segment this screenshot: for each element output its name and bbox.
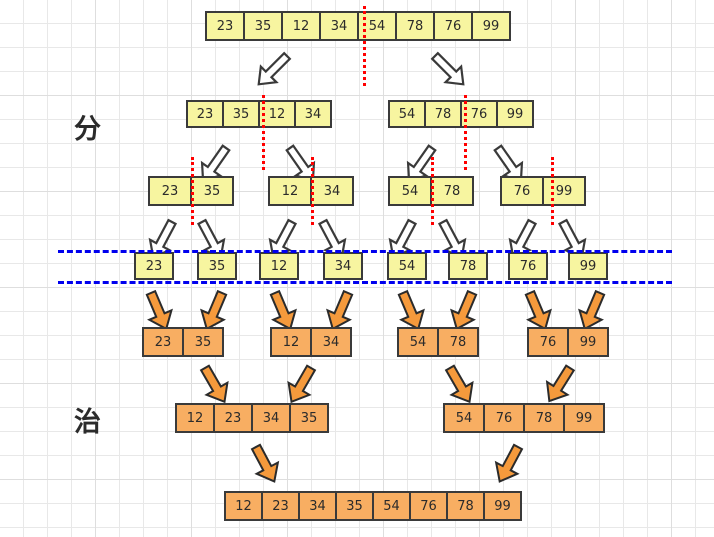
array-cell: 99 <box>496 100 534 128</box>
merged-pair-c: 54 78 <box>397 327 479 357</box>
array-cell: 54 <box>397 327 439 357</box>
array-cell: 76 <box>433 11 473 41</box>
boundary-line-top <box>58 250 672 253</box>
array-cell: 54 <box>372 491 411 521</box>
singleton-12: 12 <box>259 252 299 280</box>
divide-arrow <box>426 47 473 94</box>
array-cell: 78 <box>446 491 485 521</box>
merged-quad-left: 12 23 34 35 <box>175 403 329 433</box>
array-cell: 99 <box>567 327 609 357</box>
array-cell: 54 <box>388 100 426 128</box>
array-cell: 76 <box>508 252 548 280</box>
singleton-35: 35 <box>197 252 237 280</box>
singleton-23: 23 <box>134 252 174 280</box>
array-cell: 23 <box>142 327 184 357</box>
boundary-line-bottom <box>58 281 672 284</box>
array-cell: 12 <box>270 327 312 357</box>
array-cell: 34 <box>294 100 332 128</box>
merge-arrow <box>193 361 236 409</box>
split-marker <box>431 157 434 225</box>
array-cell: 12 <box>259 252 299 280</box>
merge-arrow <box>438 361 481 409</box>
array-cell: 99 <box>471 11 511 41</box>
split-marker <box>464 95 467 170</box>
array-cell: 78 <box>437 327 479 357</box>
array-level1-right: 54 78 76 99 <box>388 100 534 128</box>
array-cell: 99 <box>568 252 608 280</box>
array-sorted-final: 12 23 34 35 54 76 78 99 <box>224 491 522 521</box>
array-cell: 12 <box>281 11 321 41</box>
split-marker <box>311 157 314 225</box>
array-cell: 34 <box>251 403 291 433</box>
array-cell: 35 <box>243 11 283 41</box>
merge-arrow <box>244 440 286 489</box>
array-cell: 78 <box>424 100 462 128</box>
array-cell: 12 <box>224 491 263 521</box>
merge-arrow <box>488 440 530 489</box>
array-cell: 54 <box>443 403 485 433</box>
array-cell: 76 <box>483 403 525 433</box>
array-cell: 76 <box>409 491 448 521</box>
array-cell: 23 <box>213 403 253 433</box>
array-cell: 76 <box>527 327 569 357</box>
merged-pair-a: 23 35 <box>142 327 224 357</box>
array-cell: 34 <box>310 327 352 357</box>
singleton-78: 78 <box>448 252 488 280</box>
array-cell: 54 <box>388 176 432 206</box>
merge-arrow <box>280 361 323 409</box>
array-cell: 78 <box>430 176 474 206</box>
split-marker <box>191 157 194 225</box>
array-cell: 23 <box>205 11 245 41</box>
singleton-99: 99 <box>568 252 608 280</box>
array-cell: 34 <box>319 11 359 41</box>
array-level0: 23 35 12 34 54 78 76 99 <box>205 11 511 41</box>
merged-quad-right: 54 76 78 99 <box>443 403 605 433</box>
array-cell: 78 <box>395 11 435 41</box>
split-marker <box>262 95 265 170</box>
divide-arrow <box>249 47 296 94</box>
array-cell: 23 <box>148 176 192 206</box>
merged-pair-d: 76 99 <box>527 327 609 357</box>
array-cell: 12 <box>175 403 215 433</box>
conquer-phase-label: 治 <box>74 407 101 438</box>
array-cell: 35 <box>190 176 234 206</box>
array-level2-d: 76 99 <box>500 176 586 206</box>
array-cell: 34 <box>310 176 354 206</box>
array-level2-a: 23 35 <box>148 176 234 206</box>
split-marker <box>363 6 366 86</box>
array-cell: 23 <box>261 491 300 521</box>
array-cell: 23 <box>186 100 224 128</box>
array-cell: 78 <box>523 403 565 433</box>
divide-phase-label: 分 <box>74 114 101 145</box>
merge-arrow <box>538 360 582 409</box>
array-cell: 35 <box>222 100 260 128</box>
array-cell: 99 <box>483 491 522 521</box>
array-cell: 34 <box>323 252 363 280</box>
array-cell: 35 <box>335 491 374 521</box>
array-cell: 35 <box>182 327 224 357</box>
array-cell: 99 <box>563 403 605 433</box>
array-cell: 54 <box>387 252 427 280</box>
array-cell: 76 <box>500 176 544 206</box>
array-level2-c: 54 78 <box>388 176 474 206</box>
singleton-34: 34 <box>323 252 363 280</box>
array-cell: 12 <box>268 176 312 206</box>
array-level1-left: 23 35 12 34 <box>186 100 332 128</box>
merged-pair-b: 12 34 <box>270 327 352 357</box>
array-cell: 35 <box>197 252 237 280</box>
array-cell: 34 <box>298 491 337 521</box>
array-cell: 23 <box>134 252 174 280</box>
split-marker <box>551 157 554 225</box>
singleton-54: 54 <box>387 252 427 280</box>
array-cell: 78 <box>448 252 488 280</box>
array-cell: 35 <box>289 403 329 433</box>
singleton-76: 76 <box>508 252 548 280</box>
array-cell: 99 <box>542 176 586 206</box>
